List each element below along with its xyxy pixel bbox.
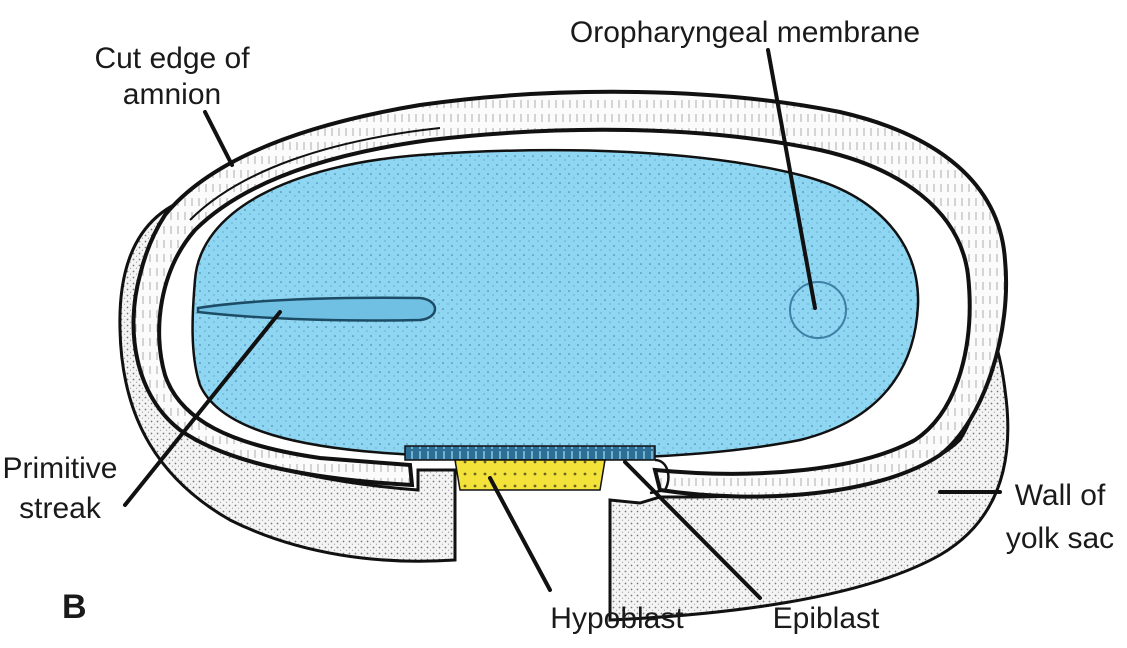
- hypoblast-layer: [455, 460, 605, 490]
- label-wall-line1: Wall of: [1015, 479, 1106, 512]
- label-hypoblast: Hypoblast: [550, 602, 684, 635]
- label-cut-edge-line1: Cut edge of: [94, 42, 250, 75]
- embryonic-disc: [193, 150, 919, 458]
- leader-cut-edge: [205, 112, 232, 165]
- label-oropharyngeal: Oropharyngeal membrane: [570, 16, 920, 49]
- epiblast-layer: [405, 446, 655, 460]
- label-primitive-line1: Primitive: [2, 452, 117, 485]
- label-wall-line2: yolk sac: [1006, 522, 1114, 555]
- label-primitive-line2: streak: [19, 492, 102, 525]
- label-epiblast: Epiblast: [773, 602, 880, 635]
- leader-hypoblast: [490, 478, 550, 590]
- label-cut-edge-line2: amnion: [123, 78, 221, 111]
- panel-letter: B: [62, 588, 87, 626]
